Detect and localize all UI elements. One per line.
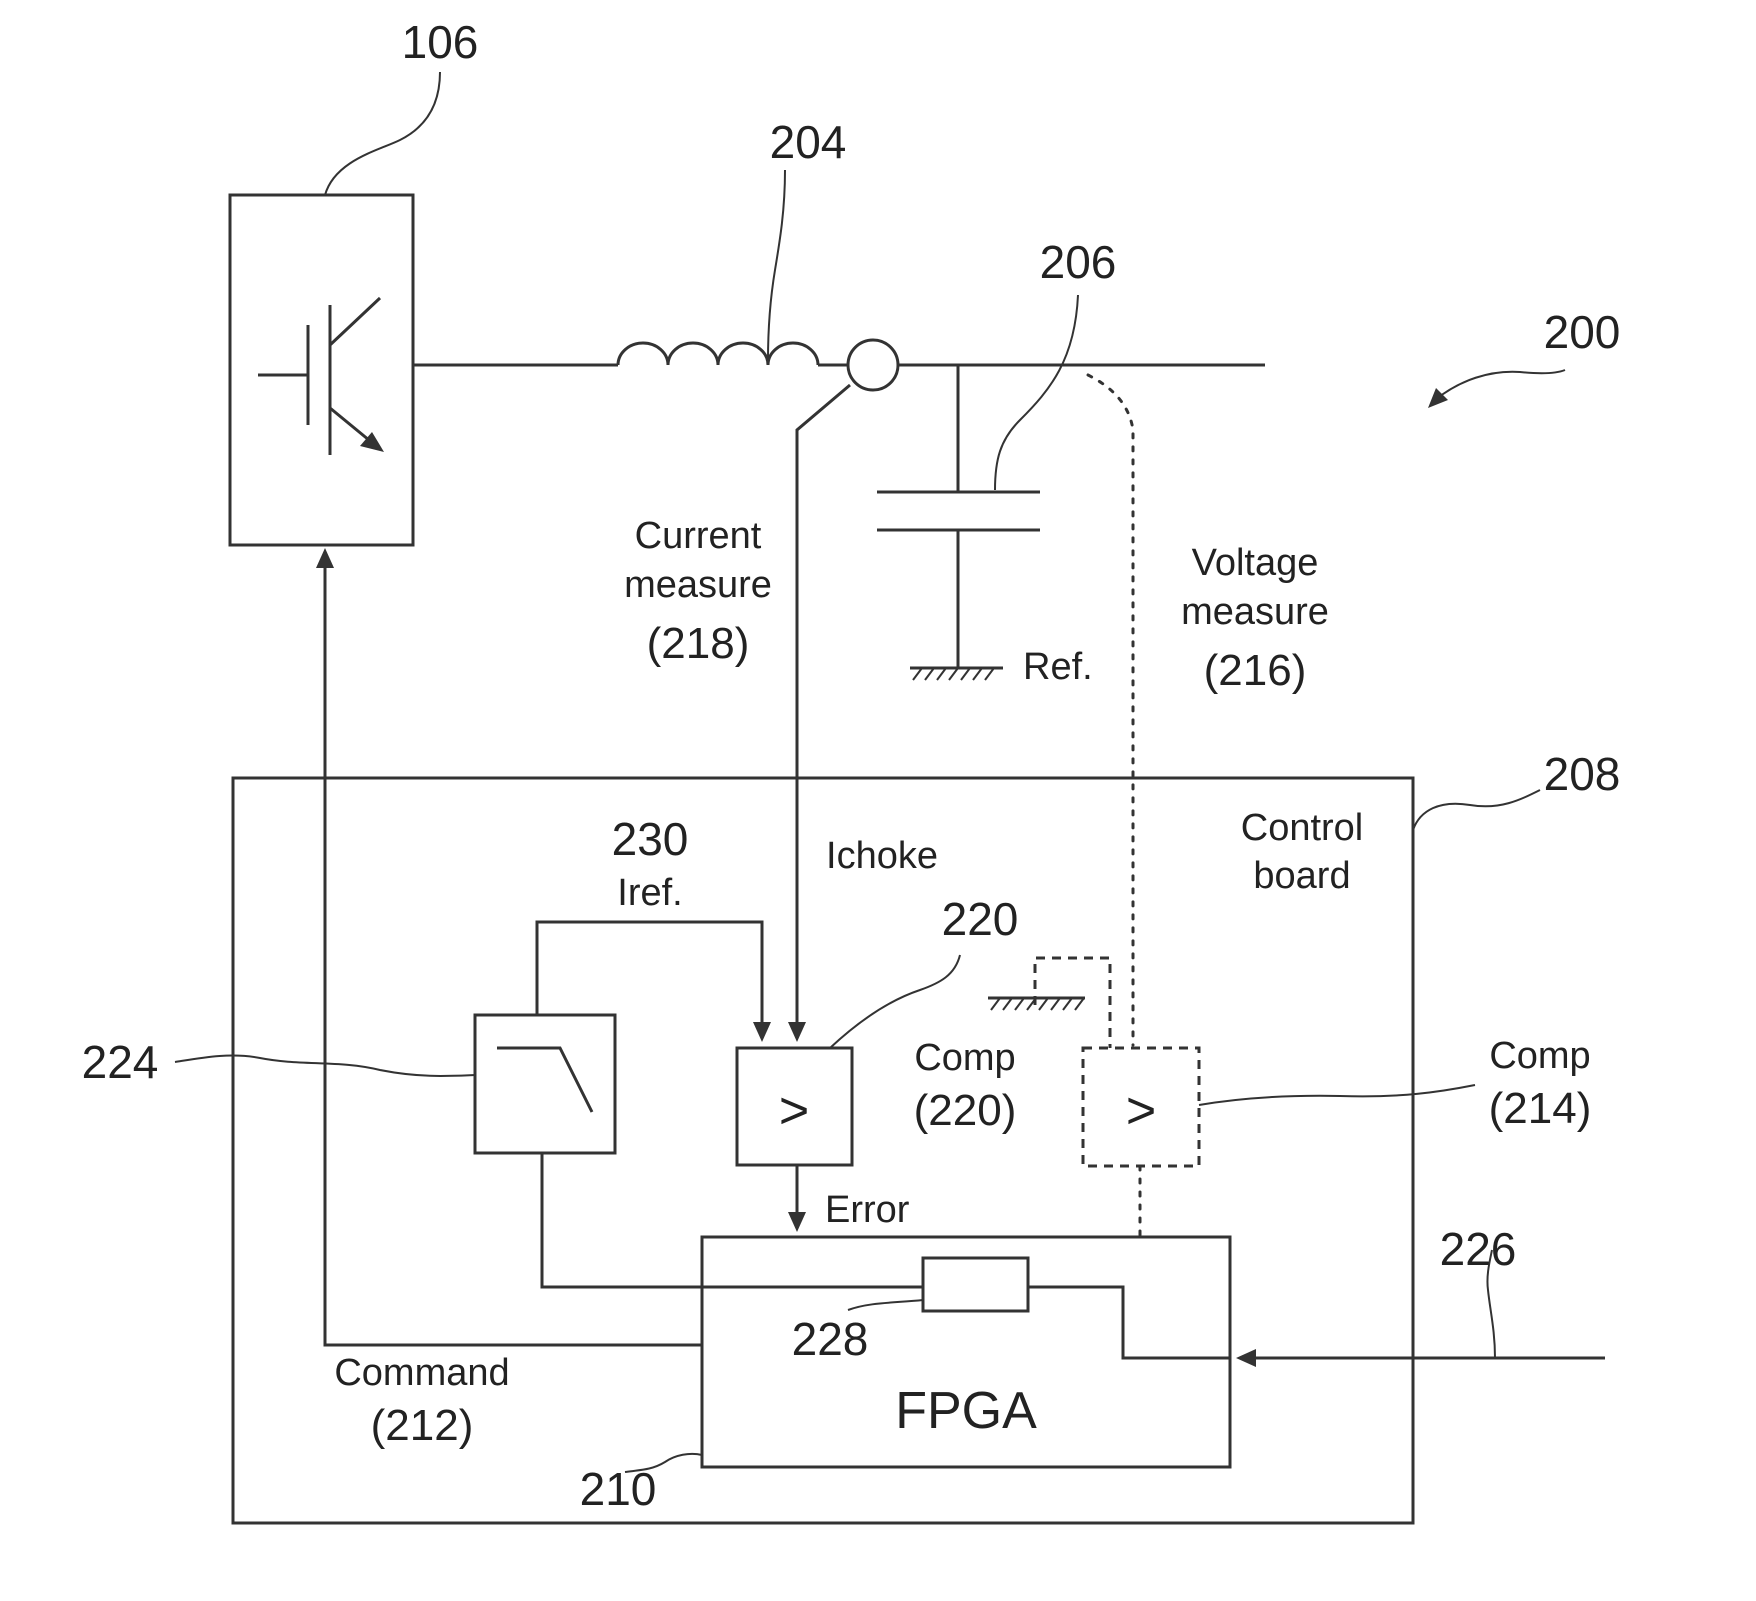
- ref-228: 228: [792, 1313, 869, 1365]
- iref-arrow: [753, 1022, 771, 1042]
- voltage-measure-line2: measure: [1181, 591, 1329, 633]
- current-measure-arrow: [788, 1022, 806, 1042]
- ref-220: 220: [942, 893, 1019, 945]
- input-226-arrow: [1236, 1349, 1256, 1367]
- command-line2: (212): [371, 1401, 474, 1450]
- control-board-line1: Control: [1241, 807, 1364, 849]
- current-measure-line1: Current: [635, 515, 762, 557]
- filter-224: [475, 1015, 615, 1153]
- ref-226: 226: [1440, 1223, 1517, 1275]
- current-measure-line2: measure: [624, 564, 772, 606]
- ref-208: 208: [1544, 748, 1621, 800]
- ref-230: 230: [612, 813, 689, 865]
- ref-210: 210: [580, 1463, 657, 1515]
- leader-206: [995, 295, 1078, 490]
- ref-206: 206: [1040, 236, 1117, 288]
- current-measure-wire: [797, 385, 850, 1025]
- leader-220: [830, 955, 960, 1048]
- ichoke-label: Ichoke: [826, 835, 938, 877]
- leader-200-arrow: [1428, 388, 1448, 408]
- block-228: [923, 1258, 1028, 1311]
- voltage-measure-line1: Voltage: [1192, 542, 1319, 584]
- ref-224: 224: [82, 1036, 159, 1088]
- comp-220-line1: Comp: [914, 1037, 1015, 1079]
- current-sensor: [848, 340, 898, 390]
- leader-214: [1199, 1085, 1475, 1105]
- switch-module-106: [230, 195, 413, 545]
- comp-214-ground: [988, 958, 1110, 1048]
- leader-208: [1413, 790, 1540, 830]
- comparator-214-symbol: >: [1126, 1082, 1156, 1140]
- comparator-214: >: [1083, 1048, 1199, 1166]
- iref-label: Iref.: [617, 872, 682, 914]
- command-wire: [325, 565, 702, 1345]
- ref-204: 204: [770, 116, 847, 168]
- error-label: Error: [825, 1189, 910, 1231]
- capacitor-206: [877, 365, 1040, 668]
- command-arrow: [316, 548, 334, 568]
- fpga-label: FPGA: [895, 1382, 1037, 1440]
- ref-106: 106: [402, 16, 479, 68]
- leader-204: [768, 170, 785, 360]
- comp-214-line2: (214): [1489, 1084, 1592, 1133]
- ref-200: 200: [1544, 306, 1621, 358]
- error-arrow: [788, 1212, 806, 1232]
- ground-ref-label: Ref.: [1023, 646, 1093, 688]
- iref-wire: [537, 922, 762, 1025]
- comparator-220-symbol: >: [779, 1082, 809, 1140]
- inductor-204: [618, 343, 818, 365]
- main-power-line: [413, 340, 1265, 390]
- command-line1: Command: [334, 1352, 509, 1394]
- current-measure-line3: (218): [647, 619, 750, 668]
- voltage-measure-line3: (216): [1204, 646, 1307, 695]
- leader-200: [1435, 370, 1565, 400]
- comp-214-line1: Comp: [1489, 1035, 1590, 1077]
- voltage-measure-wire: [1088, 375, 1133, 1045]
- ground-symbol: [910, 668, 1003, 680]
- comparator-220: >: [737, 1048, 852, 1165]
- control-board-line2: board: [1253, 855, 1350, 897]
- comp-220-line2: (220): [914, 1086, 1017, 1135]
- fpga-210: FPGA: [702, 1237, 1230, 1467]
- leader-106: [325, 72, 440, 195]
